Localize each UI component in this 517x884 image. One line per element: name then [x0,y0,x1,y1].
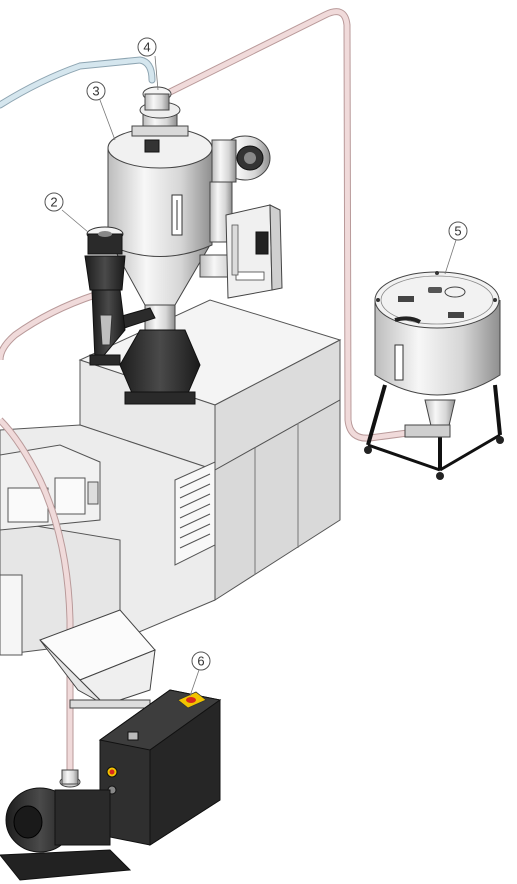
callout-2-label: 2 [50,195,57,210]
material-tank [364,271,504,480]
granulator [0,609,222,881]
dryer-hopper [107,127,213,405]
callout-5-label: 5 [454,224,461,239]
callout-2: 2 [44,192,64,212]
vent-grille [174,461,216,566]
callout-4-label: 4 [143,40,150,55]
callout-5: 5 [448,221,468,241]
callout-4: 4 [137,37,157,57]
callout-leaders [61,55,457,697]
vacuum-loader [131,86,189,153]
callout-3: 3 [86,81,106,101]
conveying-pipes [0,8,419,770]
callout-3-label: 3 [92,84,99,99]
control-box [225,204,283,299]
secondary-hopper [84,226,126,366]
callout-6: 6 [191,651,211,671]
callout-6-label: 6 [197,654,204,669]
